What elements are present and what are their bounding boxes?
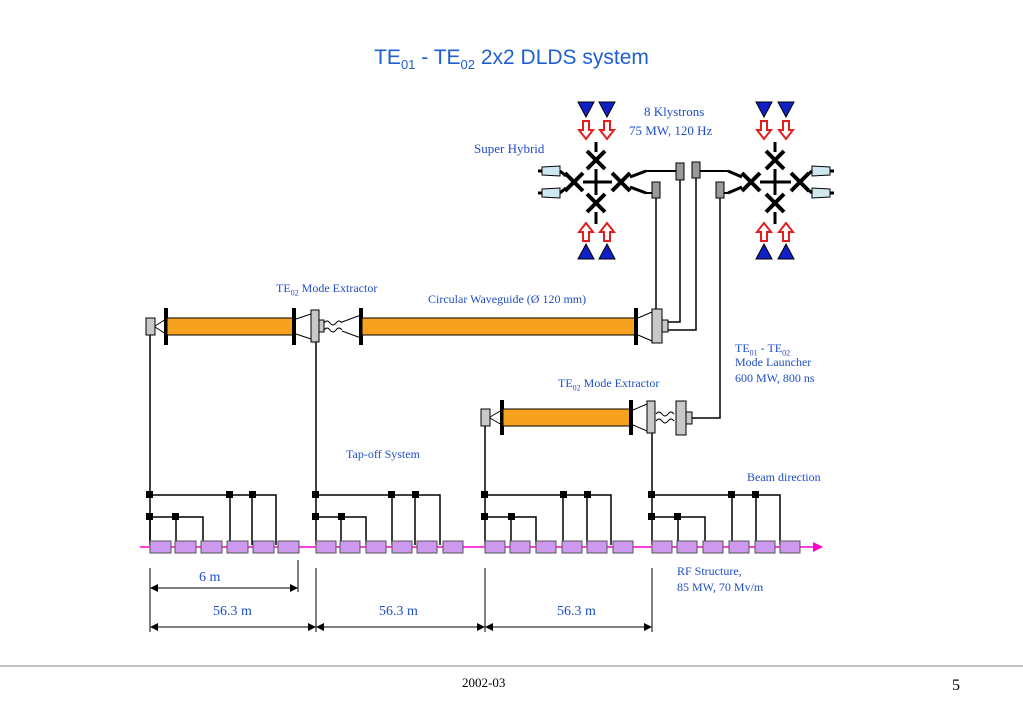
klystrons-label: 8 Klystrons (644, 104, 705, 119)
power-arrow-icon (599, 222, 615, 242)
mode-launcher (651, 308, 663, 344)
slide-title: TE01 - TE02 2x2 DLDS system (374, 46, 649, 73)
klystrons-rating-label: 75 MW, 120 Hz (629, 123, 713, 138)
tapoff-drops (149, 335, 653, 495)
dimension-6m: 6 m (199, 570, 221, 585)
te02-extractor-label-upper: TE02 Mode Extractor (276, 281, 378, 298)
dimension-56m: 56.3 m (379, 604, 418, 619)
mode-launcher (675, 400, 687, 436)
dimension-56m: 56.3 m (213, 604, 252, 619)
power-arrow-icon (578, 222, 594, 242)
waveguide-section (361, 317, 637, 336)
lower-waveguide (480, 400, 693, 436)
super-hybrid-left (536, 101, 701, 260)
rf-structure-label: RF Structure, (677, 564, 742, 578)
klystron-icon (777, 243, 795, 260)
waveguide-section (502, 408, 632, 427)
klystron-icon (598, 101, 616, 118)
power-arrow-icon (756, 120, 772, 140)
mode-launcher-label-line2: Mode Launcher (735, 355, 812, 369)
beam-direction-label: Beam direction (747, 470, 821, 484)
feed-lines (655, 178, 721, 419)
super-hybrid-right (700, 101, 836, 260)
tapoff-system (484, 494, 612, 545)
mode-launcher-label: TE01 - TE02 (735, 341, 791, 358)
klystron-icon (598, 243, 616, 260)
upper-waveguide (145, 308, 669, 345)
tapoff-system (651, 494, 781, 545)
tapoff-system-label: Tap-off System (346, 447, 420, 461)
tapoff-system (149, 494, 277, 545)
rf-structure-rating: 85 MW, 70 Mv/m (677, 580, 764, 594)
power-arrow-icon (778, 222, 794, 242)
super-hybrid-label: Super Hybrid (474, 141, 545, 156)
mode-extractor (646, 400, 656, 434)
klystron-icon (777, 101, 795, 118)
page-number: 5 (952, 677, 960, 694)
te02-extractor-label-lower: TE02 Mode Extractor (558, 376, 660, 393)
footer-date: 2002-03 (462, 675, 506, 690)
tapoff-system (315, 494, 441, 545)
klystron-icon (577, 101, 595, 118)
circular-waveguide-label: Circular Waveguide (Ø 120 mm) (428, 292, 587, 306)
dimension-56m: 56.3 m (557, 604, 596, 619)
power-arrow-icon (578, 120, 594, 140)
rf-structures (149, 540, 801, 554)
klystron-icon (755, 101, 773, 118)
mode-launcher-rating: 600 MW, 800 ns (735, 371, 815, 385)
klystron-icon (755, 243, 773, 260)
power-arrow-icon (756, 222, 772, 242)
power-arrow-icon (599, 120, 615, 140)
dimensions (149, 560, 653, 632)
power-arrow-icon (778, 120, 794, 140)
klystron-icon (577, 243, 595, 260)
waveguide-section (166, 317, 295, 336)
mode-extractor (310, 309, 320, 343)
